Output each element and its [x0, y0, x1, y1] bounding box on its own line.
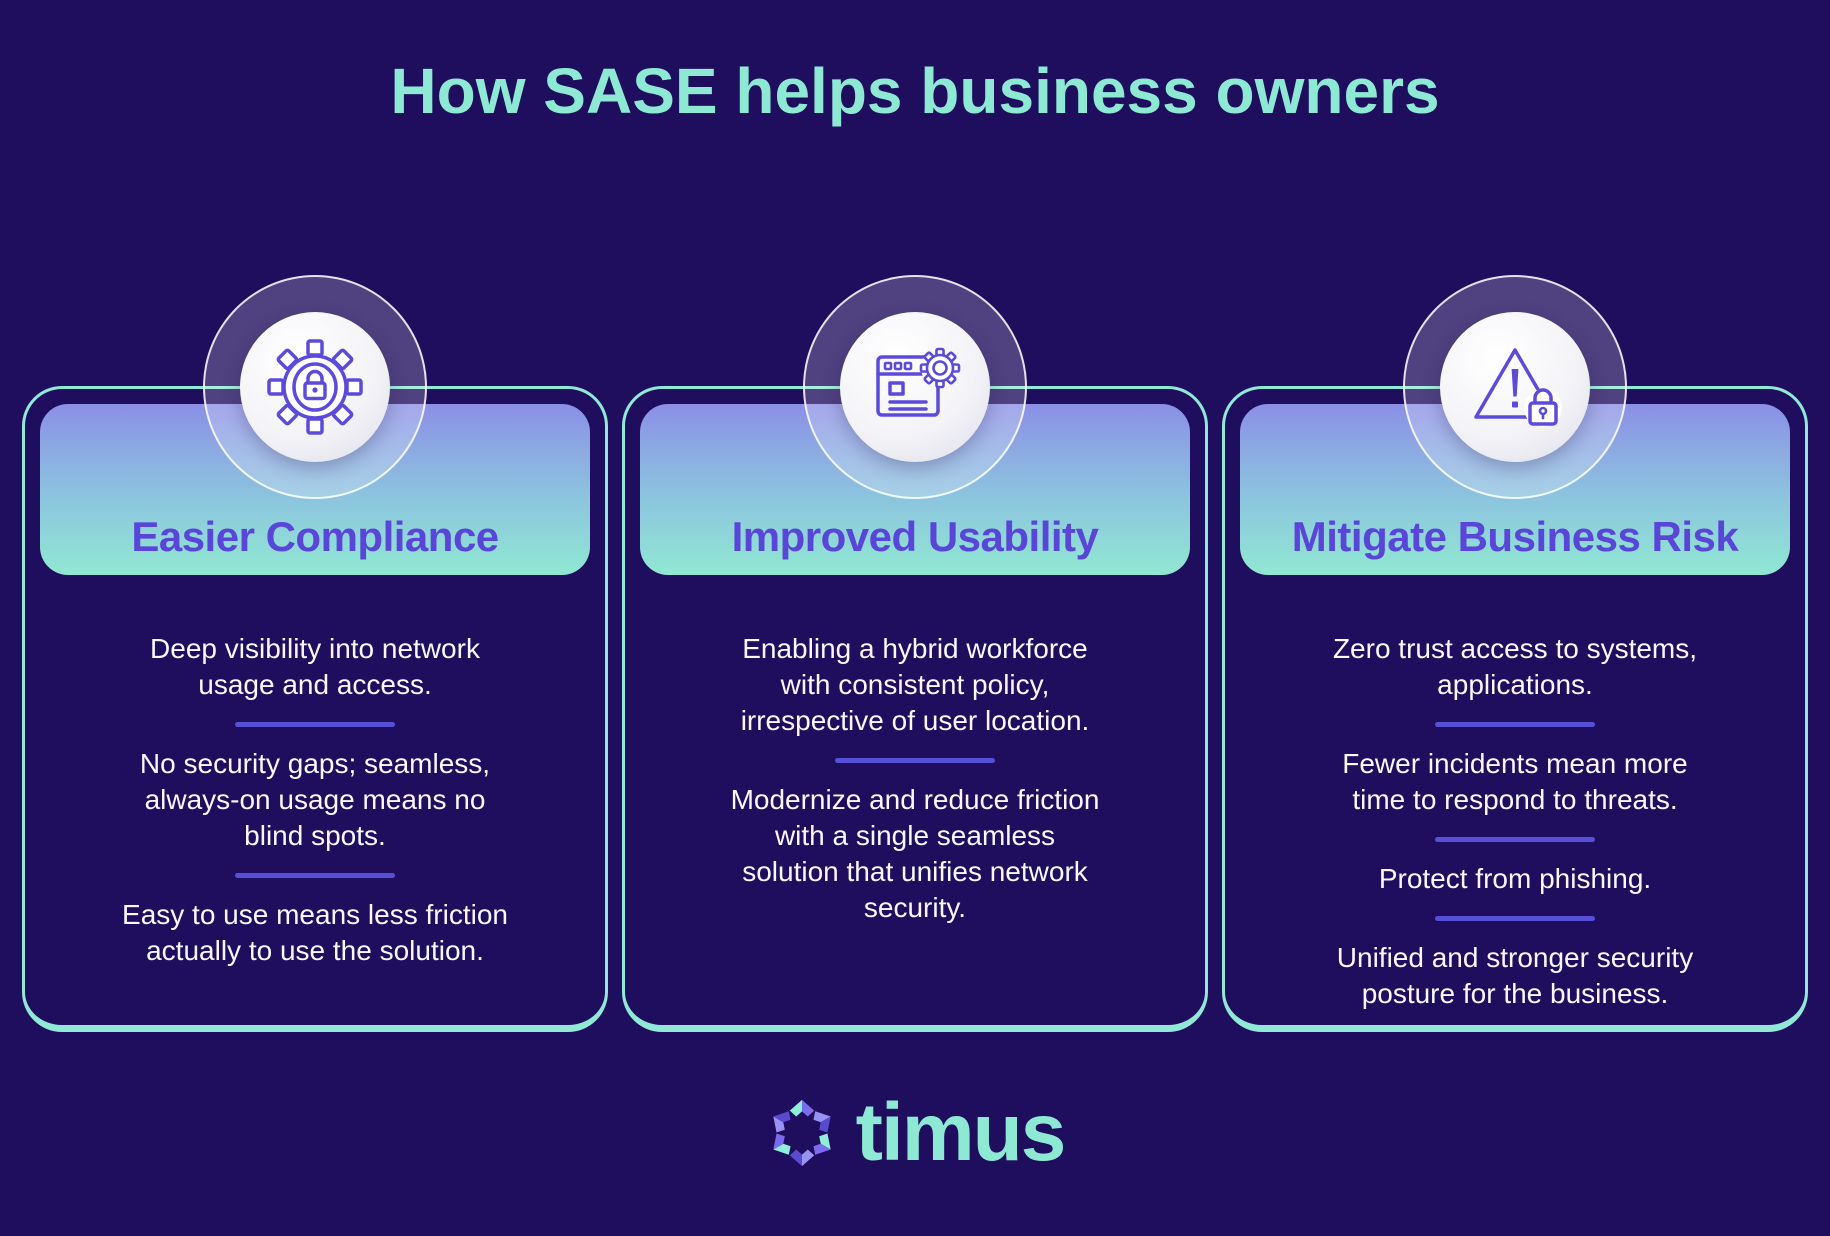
card-title: Mitigate Business Risk — [1291, 513, 1739, 560]
icon-badge — [1403, 275, 1627, 499]
card-body: Zero trust access to systems, applicatio… — [1240, 575, 1790, 1012]
warning-lock-icon — [1474, 348, 1562, 427]
icon-disc — [1440, 312, 1590, 462]
paragraph-divider — [1435, 722, 1595, 727]
card-improved-usability: Improved Usability Enabling a hybrid wor… — [622, 275, 1208, 1032]
timus-logo-text: timus — [855, 1087, 1067, 1178]
card-body: Deep visibility into network usage and a… — [40, 575, 590, 969]
footer-logo: timus — [0, 1086, 1830, 1180]
icon-badge — [203, 275, 427, 499]
browser-settings-icon — [876, 347, 961, 417]
gear-lock-icon — [267, 339, 363, 435]
card-paragraph: No security gaps; seamless, always-on us… — [139, 748, 491, 851]
icon-disc — [840, 312, 990, 462]
card-paragraph: Unified and stronger security posture fo… — [1336, 942, 1694, 1009]
icon-badge — [803, 275, 1027, 499]
card-paragraph: Modernize and reduce friction with a sin… — [730, 784, 1100, 923]
card-paragraph: Fewer incidents mean more time to respon… — [1342, 748, 1688, 815]
card-body: Enabling a hybrid workforce with consist… — [640, 575, 1190, 926]
paragraph-divider — [1435, 837, 1595, 842]
paragraph-divider — [235, 873, 395, 878]
card-paragraph: Enabling a hybrid workforce with consist… — [740, 633, 1090, 736]
card-paragraph: Deep visibility into network usage and a… — [150, 633, 480, 700]
paragraph-divider — [1435, 916, 1595, 921]
card-title: Easier Compliance — [131, 513, 499, 560]
card-paragraph: Protect from phishing. — [1378, 863, 1652, 894]
page-title: How SASE helps business owners — [390, 55, 1440, 127]
paragraph-divider — [835, 758, 995, 763]
paragraph-divider — [235, 722, 395, 727]
cards-row: Easier Compliance Deep visibility into n… — [22, 275, 1808, 1032]
icon-disc — [240, 312, 390, 462]
card-title: Improved Usability — [731, 513, 1099, 560]
card-paragraph: Easy to use means less friction actually… — [122, 899, 508, 966]
card-mitigate-business-risk: Mitigate Business Risk Zero trust access… — [1222, 275, 1808, 1032]
card-paragraph: Zero trust access to systems, applicatio… — [1332, 633, 1698, 700]
timus-logo-icon — [772, 1099, 831, 1167]
card-easier-compliance: Easier Compliance Deep visibility into n… — [22, 275, 608, 1032]
